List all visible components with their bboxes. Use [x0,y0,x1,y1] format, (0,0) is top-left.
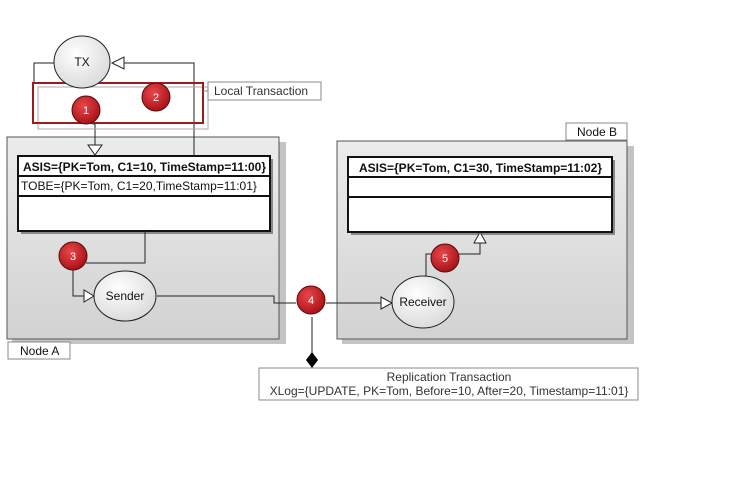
receiver-to-badge5-line [425,253,432,276]
node-b-label-box: Node B [565,122,628,141]
replication-diamond [306,352,318,368]
node-b-asis-row: ASIS={PK=Tom, C1=30, TimeStamp=11:02} [359,161,602,175]
node-a-asis-row: ASIS={PK=Tom, C1=10, TimeStamp=11:00} [23,160,266,174]
node-a-label: Node A [20,344,59,358]
badge5-to-table-line [459,243,481,255]
receiver-node: Receiver [391,275,455,329]
node-a-label-box: Node A [7,341,71,360]
receiver-label: Receiver [399,295,446,309]
badge-2-number: 2 [153,92,159,104]
badge-5-number: 5 [442,253,448,265]
badge-3: 3 [58,241,88,271]
sender-node: Sender [93,270,157,322]
arrow-into-node-b-table [473,230,487,244]
local-transaction-label: Local Transaction [214,84,308,98]
badge-2: 2 [141,82,171,112]
tx-node: TX [53,35,111,89]
table-to-badge3-line [86,231,146,264]
node-b-table: ASIS={PK=Tom, C1=30, TimeStamp=11:02} [347,156,615,235]
arrow-into-sender [83,289,95,303]
badge-4: 4 [296,285,326,315]
arrow-into-node-a-table [87,144,103,156]
table-to-tx-line [124,62,195,156]
badge-1: 1 [71,95,101,125]
arrowheads [83,56,487,310]
node-b-label: Node B [577,125,617,139]
replication-transaction-callout: Replication Transaction XLog={UPDATE, PK… [258,367,639,401]
tx-to-badge1-line [33,62,55,84]
tx-label: TX [74,55,89,69]
badge3-to-sender-line [72,267,84,297]
sender-label: Sender [106,289,145,303]
local-transaction-callout: Local Transaction [203,81,322,101]
badge-4-number: 4 [308,295,314,307]
badge-5: 5 [430,243,460,273]
badge-3-number: 3 [70,251,76,263]
arrow-into-tx [110,56,125,70]
replication-title: Replication Transaction [387,370,512,384]
badge-1-number: 1 [83,105,89,117]
arrow-into-receiver [380,296,394,310]
node-a-table: ASIS={PK=Tom, C1=10, TimeStamp=11:00} TO… [17,155,273,234]
node-a-tobe-row: TOBE={PK=Tom, C1=20,TimeStamp=11:01} [21,179,257,193]
sender-to-badge4-line [157,295,296,304]
replication-xlog: XLog={UPDATE, PK=Tom, Before=10, After=2… [270,384,629,398]
local-transaction-frame [32,82,209,130]
